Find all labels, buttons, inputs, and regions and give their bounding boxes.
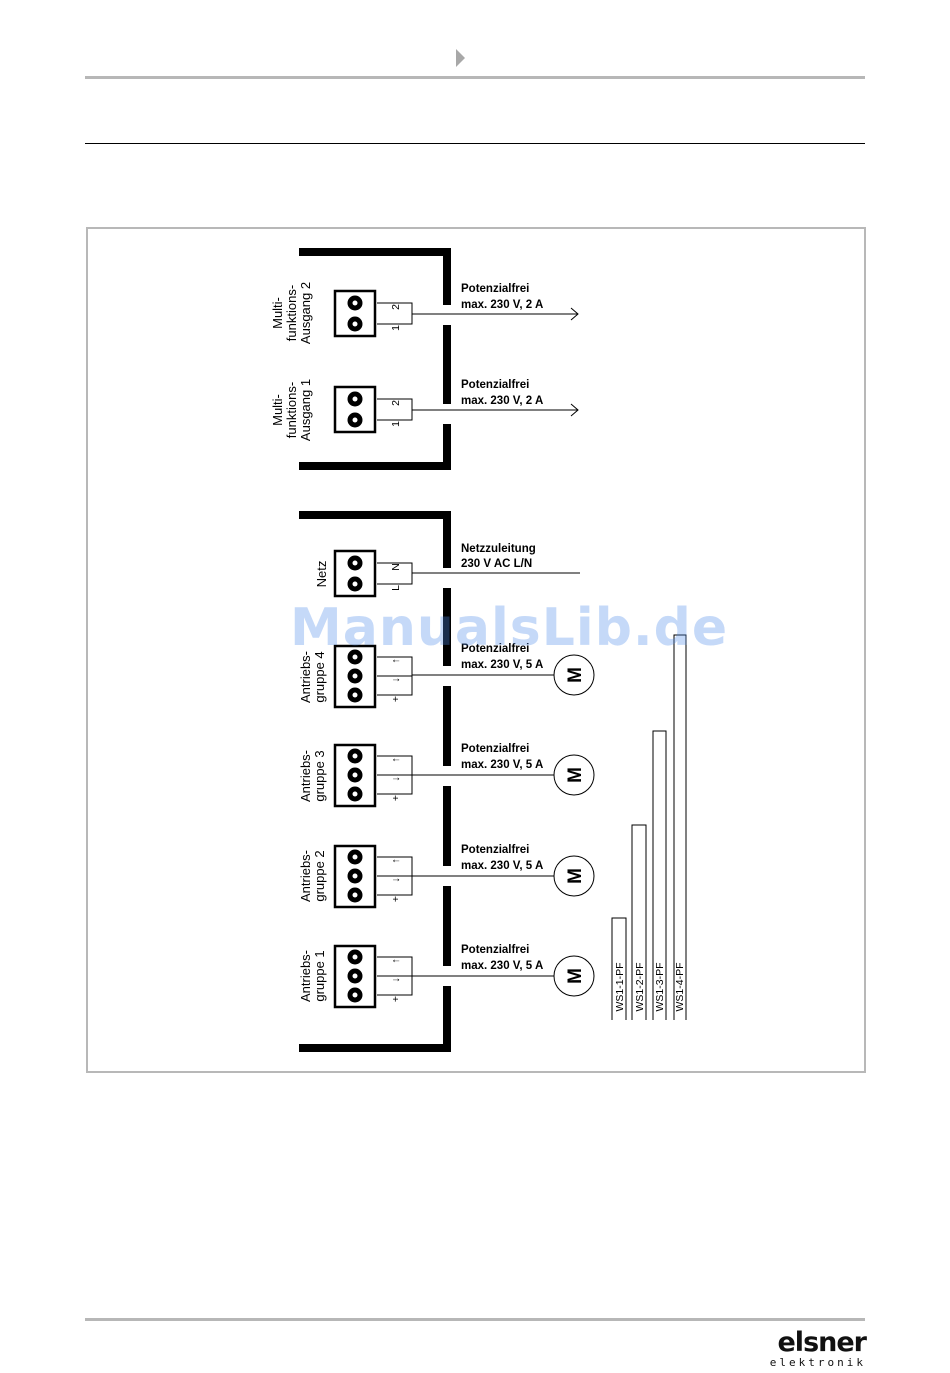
model-ws1-4-pf: WS1-4-PF xyxy=(674,962,686,1011)
drive-group-3: M ↑ ↓ + Potenzialfrei max. 230 V, 5 A An… xyxy=(298,743,595,808)
drive-group-1-pin-up: ↑ xyxy=(390,958,402,963)
drive-group-2: M ↑ ↓ + Potenzialfrei max. 230 V, 5 A An… xyxy=(298,844,595,909)
model-ws1-1-pf: WS1-1-PF xyxy=(614,962,626,1011)
drive-group-1: M ↑ ↓ + Potenzialfrei max. 230 V, 5 A An… xyxy=(298,944,595,1009)
drive-group-3-label-2: max. 230 V, 5 A xyxy=(461,759,543,771)
watermark: ManualsLib.de xyxy=(290,598,729,658)
drive-group-2-label-2: max. 230 V, 5 A xyxy=(461,860,543,872)
header-rule xyxy=(85,76,865,79)
mains-pin-n: N xyxy=(390,563,402,571)
drive-group-1-motor-label: M xyxy=(565,968,586,984)
output-1-pin-1: 1 xyxy=(390,421,402,427)
drive-group-4-label-2: max. 230 V, 5 A xyxy=(461,659,543,671)
output-2-side-line-1: Multi- xyxy=(270,297,285,329)
drive-group-4-side-line-1: Antriebs- xyxy=(298,651,313,703)
section-rule xyxy=(85,143,865,144)
wiring-diagram-frame xyxy=(86,227,866,1073)
model-ws1-3-pf: WS1-3-PF xyxy=(654,962,666,1011)
mains-side-label: Netz xyxy=(314,561,329,588)
drive-group-3-motor-label: M xyxy=(565,767,586,783)
output-1-side-line-3: Ausgang 1 xyxy=(298,379,313,441)
output-1: 2 1 Potenzialfrei max. 230 V, 2 A Multi-… xyxy=(270,379,579,441)
output-2-label-2: max. 230 V, 2 A xyxy=(461,299,543,311)
drive-group-2-side-line-2: gruppe 2 xyxy=(312,850,327,901)
output-1-side-line-2: funktions- xyxy=(284,382,299,438)
output-2-label-1: Potenzialfrei xyxy=(461,283,529,295)
model-ws1-2-pf: WS1-2-PF xyxy=(634,962,646,1011)
drive-group-2-side-line-1: Antriebs- xyxy=(298,850,313,902)
drive-group-3-side-line-1: Antriebs- xyxy=(298,750,313,802)
drive-group-3-side-line-2: gruppe 3 xyxy=(312,750,327,801)
drive-group-2-motor-label: M xyxy=(565,868,586,884)
output-2-side-line-2: funktions- xyxy=(284,285,299,341)
output-1-label-2: max. 230 V, 2 A xyxy=(461,395,543,407)
model-brackets xyxy=(611,634,687,1020)
drive-group-1-label-1: Potenzialfrei xyxy=(461,944,529,956)
drive-group-4-side-line-2: gruppe 4 xyxy=(312,651,327,702)
triangle-right-icon xyxy=(456,49,465,67)
drive-group-1-pin-down: ↓ xyxy=(390,977,402,982)
mains-label-2: 230 V AC L/N xyxy=(461,558,532,570)
drive-group-2-pin-down: ↓ xyxy=(390,877,402,882)
output-2-side-line-3: Ausgang 2 xyxy=(298,282,313,344)
drive-group-4-pin-down: ↓ xyxy=(390,677,402,682)
drive-group-2-label-1: Potenzialfrei xyxy=(461,844,529,856)
drive-group-3-label-1: Potenzialfrei xyxy=(461,743,529,755)
drive-group-1-pin-plus: + xyxy=(390,996,402,1002)
drive-group-3-pin-up: ↑ xyxy=(390,757,402,762)
drive-group-4-label-1: Potenzialfrei xyxy=(461,643,529,655)
drive-group-4-motor-label: M xyxy=(565,667,586,683)
footer-rule xyxy=(85,1318,865,1321)
drive-group-4-pin-plus: + xyxy=(390,696,402,702)
logo-sub-text: elektronik xyxy=(769,1356,866,1369)
drive-group-3-pin-plus: + xyxy=(390,795,402,801)
logo-main-text: elsner xyxy=(777,1327,868,1358)
drive-group-1-label-2: max. 230 V, 5 A xyxy=(461,960,543,972)
housing-top xyxy=(299,248,451,470)
mains-terminal: N L Netzzuleitung 230 V AC L/N Netz xyxy=(314,543,580,598)
drive-group-1-side-line-2: gruppe 1 xyxy=(312,950,327,1001)
drive-group-3-pin-down: ↓ xyxy=(390,776,402,781)
output-2-pin-1: 1 xyxy=(390,325,402,331)
output-2: 2 1 Potenzialfrei max. 230 V, 2 A Multi-… xyxy=(270,282,579,344)
output-1-pin-2: 2 xyxy=(390,400,402,406)
output-1-label-1: Potenzialfrei xyxy=(461,379,529,391)
drive-group-2-pin-plus: + xyxy=(390,896,402,902)
mains-label-1: Netzzuleitung xyxy=(461,543,536,555)
drive-group-1-side-line-1: Antriebs- xyxy=(298,950,313,1002)
drive-group-4-pin-up: ↑ xyxy=(390,658,402,663)
output-2-pin-2: 2 xyxy=(390,304,402,310)
output-1-side-line-1: Multi- xyxy=(270,394,285,426)
drive-group-4: M ↑ ↓ + Potenzialfrei max. 230 V, 5 A An… xyxy=(298,643,595,709)
mains-pin-l: L xyxy=(390,585,402,591)
drive-group-2-pin-up: ↑ xyxy=(390,858,402,863)
housing-bottom xyxy=(299,511,451,1052)
elsner-logo: elsner elektronik xyxy=(769,1327,868,1369)
